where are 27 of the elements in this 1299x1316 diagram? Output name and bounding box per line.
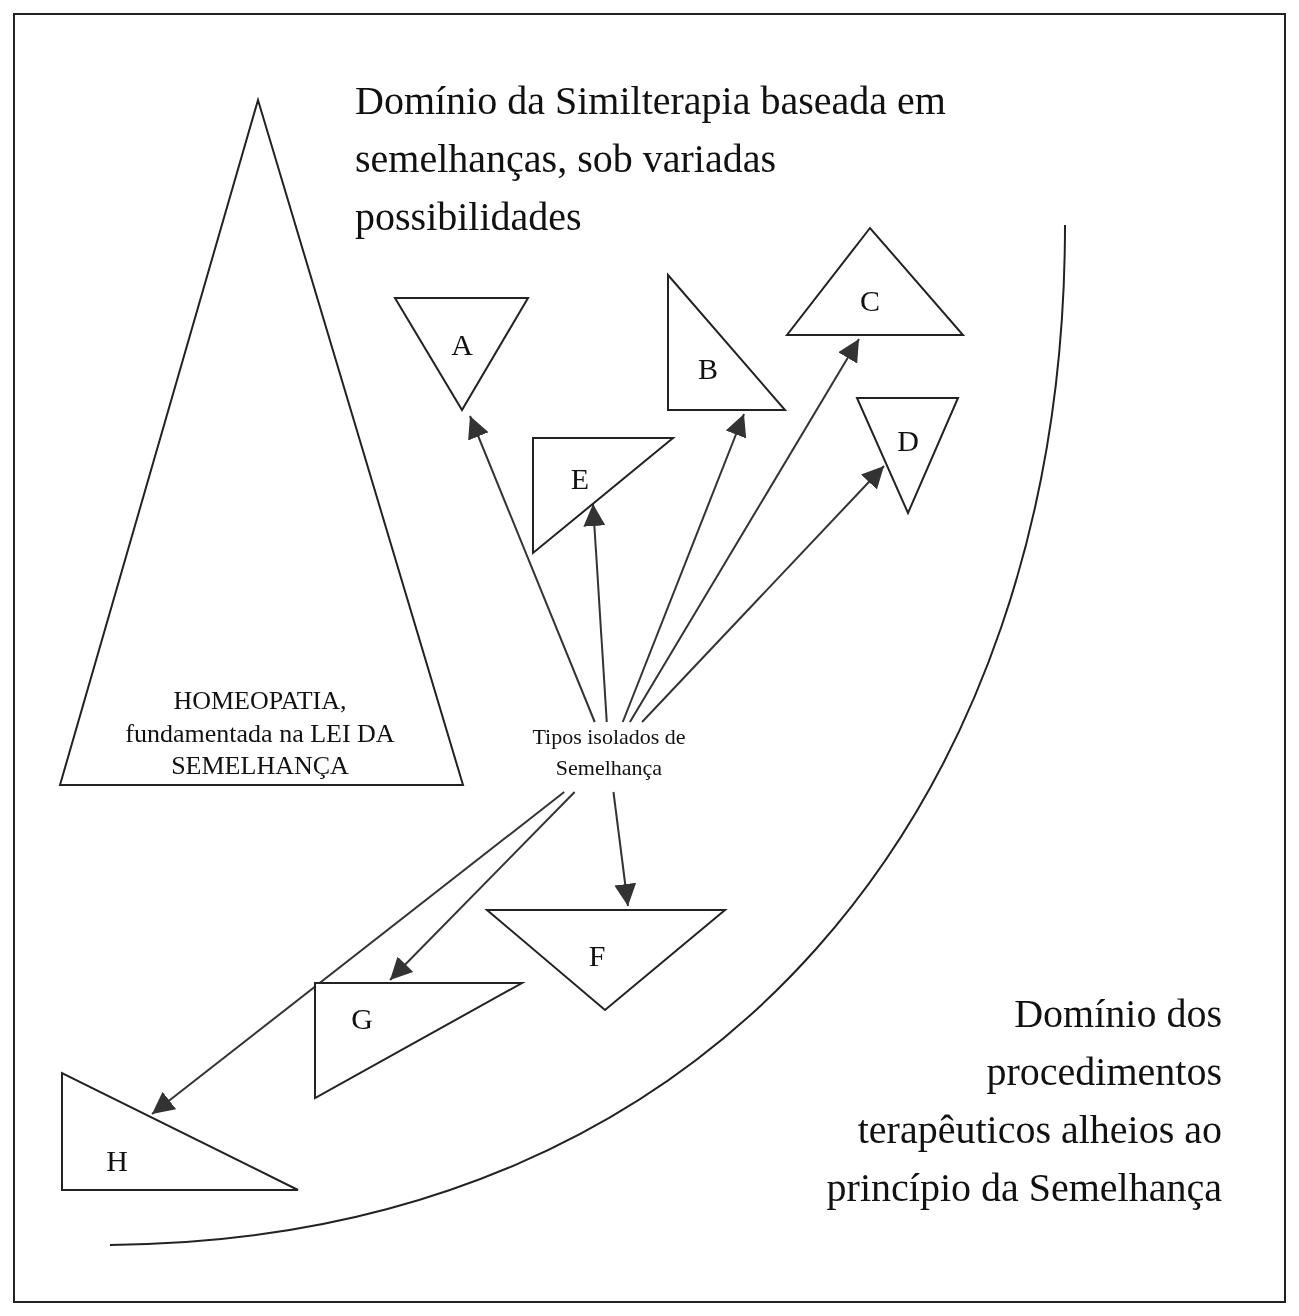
triangle-label: D <box>896 423 920 459</box>
arrow <box>151 791 566 1115</box>
triangle-label: H <box>105 1143 129 1179</box>
triangle-shape <box>787 228 963 335</box>
region-label: Domínio da Similterapia baseada em semelhanças, sob variadas possibilidades <box>355 77 947 241</box>
triangle-shape <box>668 275 785 410</box>
triangle-label: HOMEOPATIA, fundamentada na LEI DA SEMELHANÇA <box>125 685 395 782</box>
triangle-label: G <box>350 1001 374 1037</box>
arrow <box>389 791 576 981</box>
arrow <box>583 503 608 723</box>
triangle-shape <box>395 298 528 410</box>
triangle-label: E <box>569 461 591 497</box>
triangle-shape <box>533 438 673 553</box>
text-label: Tipos isolados de Semelhança <box>495 722 723 784</box>
arrow <box>468 415 596 723</box>
triangle-label: B <box>697 351 719 387</box>
triangle-shape <box>857 398 958 513</box>
triangle-shape <box>487 910 725 1010</box>
arrow <box>612 791 637 907</box>
arrow <box>621 413 747 723</box>
triangle-label: C <box>859 283 881 319</box>
region-label: Domínio dos procedimentos terapêuticos alheios ao princípio da Semelhança <box>825 990 1222 1212</box>
arrow <box>628 338 860 723</box>
triangle-label: F <box>587 938 607 974</box>
triangle-shape <box>62 1073 298 1190</box>
triangle-label: A <box>450 327 474 363</box>
arrow <box>641 465 885 723</box>
